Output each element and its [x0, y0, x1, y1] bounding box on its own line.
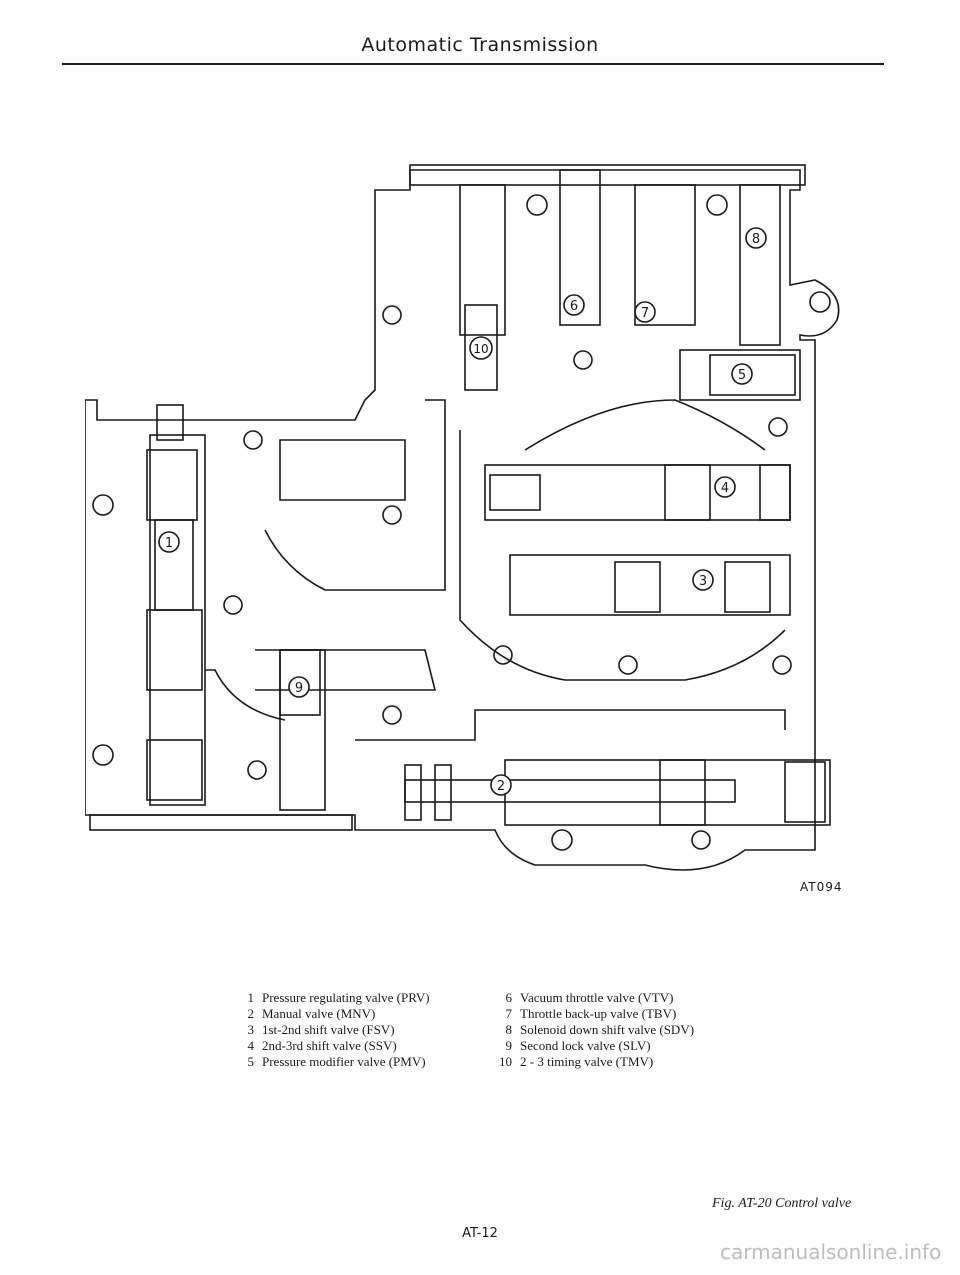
callout-2-label: 2	[497, 779, 505, 794]
legend-item-text: Solenoid down shift valve (SDV)	[520, 1022, 695, 1037]
bore-slv	[279, 649, 326, 811]
legend-item-number: 10	[499, 1054, 512, 1069]
bolt-holes	[92, 194, 831, 851]
spool-mnv-1	[404, 764, 422, 821]
spool-prv-3	[146, 609, 203, 691]
legend-item-text: Vacuum throttle valve (VTV)	[520, 990, 674, 1005]
callout-10-label: 10	[473, 342, 488, 356]
legend-item: 9 Second lock valve (SLV)	[490, 1038, 694, 1054]
legend-right-column: 6 Vacuum throttle valve (VTV) 7 Throttle b…	[490, 990, 694, 1070]
callout-9: 9	[288, 676, 310, 698]
spool-fsv-1	[614, 561, 661, 613]
callout-8-label: 8	[752, 232, 760, 247]
callout-5: 5	[731, 363, 753, 385]
spool-tmv	[464, 304, 498, 391]
legend-item: 7 Throttle back-up valve (TBV)	[490, 1006, 694, 1022]
upper-plate	[409, 164, 806, 186]
callout-1-label: 1	[165, 536, 173, 551]
spool-ssv-3	[759, 464, 791, 521]
legend-item-number: 6	[505, 990, 513, 1005]
passage-3	[255, 649, 437, 691]
spool-prv-4	[146, 739, 203, 801]
legend-item-text: Manual valve (MNV)	[262, 1006, 376, 1021]
control-valve-diagram: 1 2 3 4 5 6 7 8 9 10	[85, 164, 840, 871]
legend-item-number: 5	[247, 1054, 255, 1069]
callout-4: 4	[714, 476, 736, 498]
callout-5-label: 5	[738, 368, 746, 383]
callout-6: 6	[563, 294, 585, 316]
bore-ssv	[484, 464, 791, 521]
bore-pmv	[679, 349, 801, 401]
callout-9-label: 9	[295, 681, 303, 696]
bore-mnv	[504, 759, 831, 826]
passage-4	[459, 430, 786, 681]
figure-code: AT094	[800, 880, 843, 894]
passage-6	[355, 709, 786, 741]
legend-item-number: 2	[247, 1006, 255, 1021]
passage-5	[524, 399, 766, 451]
legend-item: 3 1st-2nd shift valve (FSV)	[240, 1022, 430, 1038]
bore-fsv	[509, 554, 791, 616]
legend-item-number: 3	[247, 1022, 255, 1037]
legend-item-text: Second lock valve (SLV)	[520, 1038, 651, 1053]
legend-item-number: 9	[505, 1038, 513, 1053]
legend-item-text: 1st-2nd shift valve (FSV)	[262, 1022, 395, 1037]
figure-caption: Fig. AT-20 Control valve	[712, 1196, 852, 1211]
legend-item: 10 2 - 3 timing valve (TMV)	[490, 1054, 694, 1070]
legend-item-number: 7	[505, 1006, 513, 1021]
legend-left-column: 1 Pressure regulating valve (PRV) 2 Manual…	[240, 990, 430, 1070]
legend-item: 1 Pressure regulating valve (PRV)	[240, 990, 430, 1006]
callout-6-label: 6	[570, 299, 578, 314]
watermark-text: carmanualsonline.info	[720, 1240, 942, 1264]
legend-item-text: 2 - 3 timing valve (TMV)	[520, 1054, 654, 1069]
header-rule	[62, 63, 884, 65]
legend-item-text: Pressure modifier valve (PMV)	[262, 1054, 426, 1069]
legend-item: 2 Manual valve (MNV)	[240, 1006, 430, 1022]
page-number: AT-12	[462, 1226, 498, 1241]
bore-tmv	[459, 184, 506, 336]
lower-plate	[89, 814, 353, 831]
legend-item-number: 8	[505, 1022, 513, 1037]
page-header-title: Automatic Transmission	[361, 34, 599, 56]
legend-item-number: 1	[247, 990, 255, 1005]
legend-item-text: Throttle back-up valve (TBV)	[520, 1006, 677, 1021]
spool-prv-top	[156, 404, 184, 441]
callout-10: 10	[469, 336, 493, 360]
callout-8: 8	[745, 227, 767, 249]
spool-fsv-2	[724, 561, 771, 613]
callout-7-label: 7	[641, 306, 649, 321]
legend-item: 8 Solenoid down shift valve (SDV)	[490, 1022, 695, 1038]
valve-body-outline	[85, 169, 840, 871]
callout-1: 1	[158, 531, 180, 553]
callout-2: 2	[490, 774, 512, 796]
callout-7: 7	[634, 301, 656, 323]
callout-3-label: 3	[699, 574, 707, 589]
bore-sdv	[739, 184, 781, 346]
spool-mnv-3	[659, 759, 706, 826]
callout-4-label: 4	[721, 481, 729, 496]
spool-pmv	[709, 354, 796, 396]
spool-mnv-4	[784, 761, 826, 823]
bore-vtv	[559, 169, 601, 326]
passage-2	[264, 399, 446, 591]
legend-item: 6 Vacuum throttle valve (VTV)	[490, 990, 694, 1006]
spool-ssv-1	[489, 474, 541, 511]
bore-tbv	[634, 184, 696, 326]
legend-item: 4 2nd-3rd shift valve (SSV)	[240, 1038, 430, 1054]
callout-3: 3	[692, 569, 714, 591]
passage-7	[205, 669, 286, 721]
legend-item-number: 4	[247, 1038, 255, 1053]
legend-item: 5 Pressure modifier valve (PMV)	[240, 1054, 430, 1070]
spool-prv-1	[146, 449, 198, 521]
legend-item-text: Pressure regulating valve (PRV)	[262, 990, 430, 1005]
spool-mnv-rod	[404, 779, 736, 803]
legend-item-text: 2nd-3rd shift valve (SSV)	[262, 1038, 397, 1053]
bore-prv	[149, 434, 206, 806]
passage-1	[279, 439, 406, 501]
spool-mnv-2	[434, 764, 452, 821]
spool-ssv-2	[664, 464, 711, 521]
